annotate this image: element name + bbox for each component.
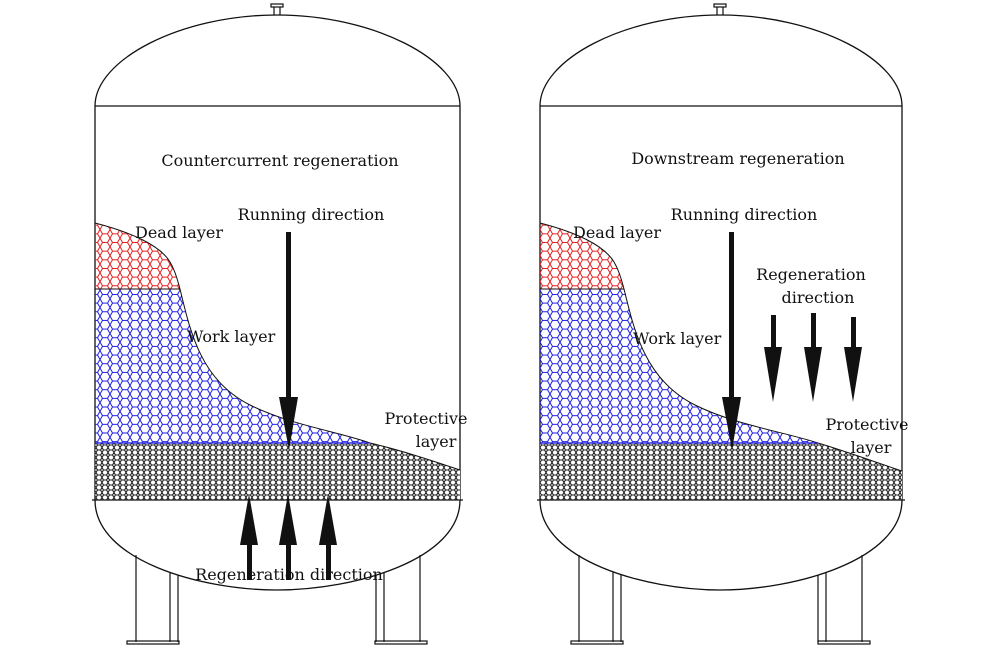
top-dome [539,14,903,107]
tank-countercurrent: Countercurrent regeneration Running dire… [92,3,468,645]
running-direction-arrow [722,232,741,450]
tank-title: Downstream regeneration [631,149,844,168]
running-direction-label: Running direction [671,205,818,224]
dead-layer-fill [540,223,624,289]
bottom-dome [539,499,903,591]
tank-downstream: Downstream regeneration Running directio… [537,3,909,645]
protective-layer-fill [95,443,460,500]
regeneration-arrow [240,494,258,580]
regeneration-arrow [804,313,822,402]
running-direction-arrow [279,232,298,450]
protective-layer-label-line2: layer [851,438,892,457]
protective-layer-label-line2: layer [416,432,457,451]
work-layer-fill [95,289,370,443]
running-direction-label: Running direction [238,205,385,224]
dead-layer-label: Dead layer [135,223,223,242]
regeneration-arrow [279,494,297,580]
protective-layer-fill [540,443,902,500]
dead-layer-label: Dead layer [573,223,661,242]
regeneration-direction-label: Regeneration direction [195,565,383,584]
regeneration-arrow [319,494,337,580]
top-nozzle [713,3,727,15]
protective-layer-label-line1: Protective [385,409,468,428]
regeneration-arrow [844,317,862,402]
regeneration-arrows-up [240,494,337,580]
regeneration-direction-label-line2: direction [782,288,855,307]
tank-title: Countercurrent regeneration [161,151,398,170]
work-layer-label: Work layer [187,327,276,346]
work-layer-label: Work layer [633,329,722,348]
regeneration-arrow [764,315,782,402]
support-leg-left [570,555,624,645]
support-leg-right [374,555,428,645]
work-layer-fill [540,289,818,443]
regeneration-direction-label-line1: Regeneration [756,265,866,284]
top-nozzle [270,3,284,15]
protective-layer-label-line1: Protective [826,415,909,434]
support-leg-right [817,555,871,645]
top-dome [94,14,461,107]
bottom-dome [94,499,461,591]
regeneration-arrows-down [764,313,862,402]
dead-layer-fill [95,223,180,289]
support-leg-left [126,555,180,645]
